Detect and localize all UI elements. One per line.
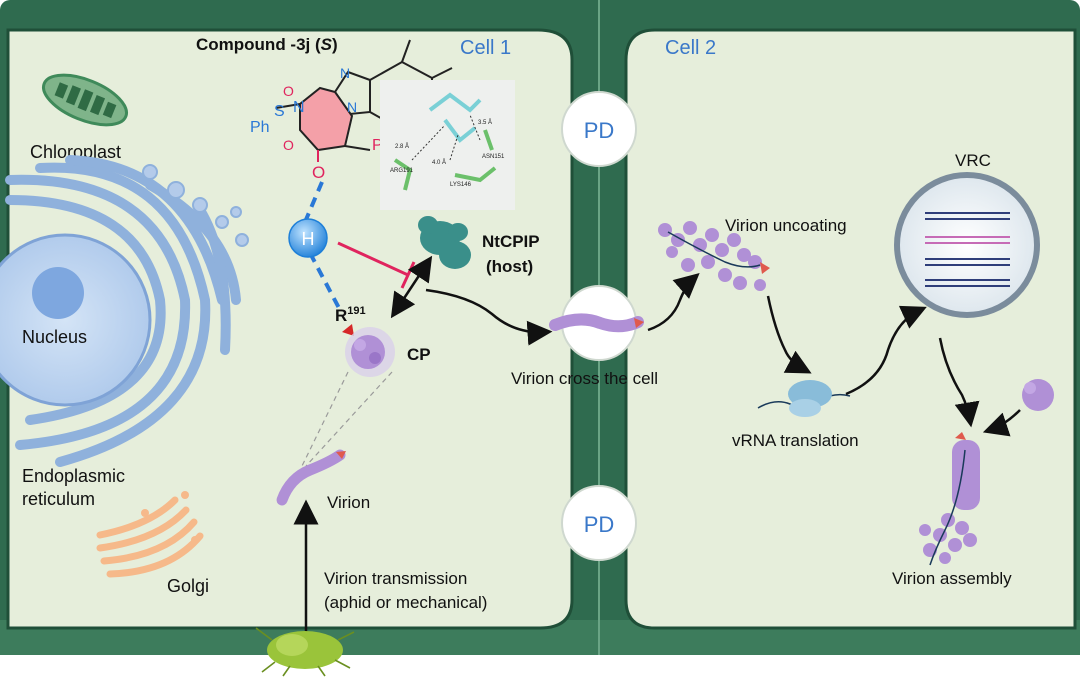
golgi-label: Golgi bbox=[167, 576, 209, 596]
residue-label: R191 bbox=[335, 305, 366, 325]
free-cp-icon bbox=[1022, 379, 1054, 411]
cp-protein-icon bbox=[345, 327, 395, 377]
docking-labels: 2.8 Å 4.0 Å 3.5 Å ARG191 LYS146 ASN151 bbox=[390, 119, 505, 188]
nucleus-icon bbox=[0, 233, 152, 407]
compound-structure bbox=[275, 39, 453, 162]
translation-arrow bbox=[845, 305, 927, 396]
virion-icon bbox=[276, 449, 346, 506]
ntcpip-label-line2: (host) bbox=[486, 257, 533, 276]
virion-label: Virion bbox=[327, 493, 370, 512]
compound-carbonyl-o: O bbox=[312, 163, 325, 182]
compound-o-top: O bbox=[283, 83, 294, 99]
ribosome-icon bbox=[757, 380, 851, 417]
interaction-arrow bbox=[390, 255, 433, 319]
svg-text:2.8 Å: 2.8 Å bbox=[395, 143, 409, 150]
cross-label: Virion cross the cell bbox=[511, 369, 658, 388]
assembly-label: Virion assembly bbox=[892, 569, 1012, 588]
pd-bottom-label: PD bbox=[584, 512, 615, 537]
translation-label: vRNA translation bbox=[732, 431, 859, 450]
svg-text:LYS146: LYS146 bbox=[450, 182, 472, 188]
compound-title: Compound -3j (S) bbox=[196, 35, 338, 54]
plasmodesma-bottom: PD bbox=[561, 485, 637, 561]
nucleus-label: Nucleus bbox=[22, 327, 87, 347]
uncoating-virion-icon bbox=[658, 221, 770, 291]
compound-ph-sulfonyl: Ph bbox=[250, 119, 270, 136]
ntcpip-label-line1: NtCPIP bbox=[482, 232, 540, 251]
ntcpip-protein-icon bbox=[418, 216, 471, 269]
crossing-virion-icon bbox=[549, 313, 644, 333]
cell-2-label: Cell 2 bbox=[665, 37, 716, 59]
svg-text:3.5 Å: 3.5 Å bbox=[478, 119, 492, 126]
er-vesicles bbox=[142, 164, 249, 247]
hydrogen-label: H bbox=[302, 229, 315, 249]
cp-label: CP bbox=[407, 345, 431, 364]
vrc-to-assembly-arrow bbox=[938, 337, 980, 428]
vrc-label: VRC bbox=[955, 151, 991, 170]
svg-text:ARG191: ARG191 bbox=[390, 168, 414, 174]
compound-o-bottom: O bbox=[283, 137, 294, 153]
zoom-guide-right bbox=[305, 371, 393, 467]
compound-n-top: N bbox=[340, 65, 350, 81]
cp-to-assembly-arrow bbox=[982, 409, 1021, 437]
er-label-line2: reticulum bbox=[22, 489, 95, 509]
hydrogen-atom: H bbox=[288, 218, 328, 258]
cross-arrow-in bbox=[425, 288, 553, 346]
golgi-vesicles bbox=[141, 491, 199, 544]
compound-n-ring: N bbox=[293, 99, 305, 116]
residue-marker-icon bbox=[342, 324, 354, 336]
docking-inset: 2.8 Å 4.0 Å 3.5 Å ARG191 LYS146 ASN151 bbox=[380, 80, 515, 210]
compound-s: S bbox=[274, 103, 285, 120]
hbond-line-top bbox=[303, 181, 324, 223]
svg-text:4.0 Å: 4.0 Å bbox=[432, 159, 446, 166]
cell-2-cytoplasm bbox=[624, 28, 1077, 630]
endoplasmic-reticulum-icon bbox=[5, 155, 241, 467]
plasmodesma-top: PD bbox=[561, 91, 637, 167]
pd-top-label: PD bbox=[584, 118, 615, 143]
chloroplast-icon bbox=[42, 73, 128, 127]
aphid-icon bbox=[255, 627, 355, 677]
compound-n-bottom: N bbox=[347, 99, 357, 115]
svg-text:ASN151: ASN151 bbox=[482, 154, 505, 160]
transmission-label-line1: Virion transmission bbox=[324, 569, 467, 588]
uncoating-label: Virion uncoating bbox=[725, 216, 847, 235]
hbond-line-bottom bbox=[308, 252, 342, 311]
transmission-label-line2: (aphid or mechanical) bbox=[324, 593, 487, 612]
chloroplast-label: Chloroplast bbox=[30, 142, 121, 162]
cross-arrow-out bbox=[647, 273, 700, 332]
uncoating-arrow bbox=[766, 295, 812, 374]
er-label-line1: Endoplasmic bbox=[22, 466, 125, 486]
assembly-virion-icon bbox=[919, 432, 980, 566]
vrc-icon bbox=[894, 172, 1040, 318]
cell-1-label: Cell 1 bbox=[460, 37, 511, 59]
